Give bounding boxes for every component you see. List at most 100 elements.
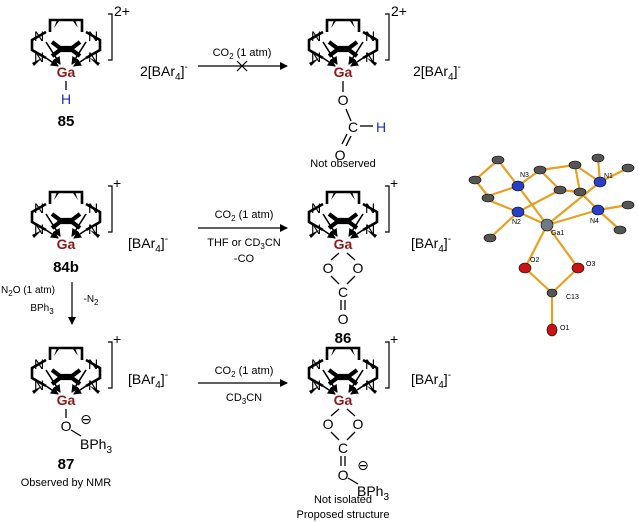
atom-n-label: N: [311, 221, 321, 237]
atom-o-label: O: [323, 416, 334, 432]
charge-label: +: [390, 175, 398, 191]
atom-n-label: N: [88, 356, 98, 372]
atom-n-label: N: [311, 200, 321, 216]
o-b-bond: [70, 429, 82, 437]
bracket: [385, 13, 390, 61]
xray-label-n3: N3: [520, 172, 529, 179]
atom-n-label: N: [365, 377, 375, 393]
atom-o-label: O: [338, 467, 349, 483]
atom-h-label: H: [61, 91, 71, 107]
atom-n-label: N: [311, 28, 321, 44]
ga-o-bond: [346, 252, 356, 261]
atom-ga-label: Ga: [57, 236, 76, 252]
bracket: [108, 13, 113, 61]
atom-n-label: N: [365, 200, 375, 216]
o-b-bond: [347, 477, 359, 485]
charge-label: 2+: [391, 3, 407, 19]
compound-label-87: 87: [58, 456, 75, 473]
counterion-label: [BAr4]-: [128, 234, 168, 255]
ga-o-bond: [330, 252, 340, 261]
atom-o-label: O: [338, 92, 349, 108]
atom-n-label: N: [365, 28, 375, 44]
bracket: [108, 341, 113, 389]
atom-c-label: C: [338, 284, 348, 300]
crystal-nitrogen-atoms: [511, 176, 607, 218]
ga-o-bond: [330, 408, 340, 417]
reagent-n2o: N2O (1 atm): [1, 285, 55, 298]
crystal-structure-image: N3 N1 N2 N4 Ga1 O2 O3 C13 O1: [468, 153, 635, 337]
xray-label-n4: N4: [590, 218, 599, 225]
note-not-isolated: Not isolated: [314, 494, 372, 506]
compound-85-structure: N N N N Ga H: [32, 13, 113, 107]
o-c-bond: [345, 108, 352, 122]
compound-86-structure: N N N N Ga O O C O: [309, 185, 390, 327]
borate-charge: ⊖: [357, 457, 369, 473]
atom-n-label: N: [311, 356, 321, 372]
bracket: [108, 185, 113, 233]
atom-n-label: N: [34, 49, 44, 65]
charge-label: +: [113, 175, 121, 191]
atom-ga-label: Ga: [57, 392, 76, 408]
o-c-bond: [346, 431, 356, 441]
atom-n-label: N: [88, 221, 98, 237]
reagent-co2: CO2 (1 atm): [215, 365, 274, 379]
counterion-label: 2[BAr4]-: [140, 62, 188, 83]
bracket: [385, 341, 390, 389]
atom-n-label: N: [34, 221, 44, 237]
atom-o-label: O: [338, 311, 349, 327]
ga-o-bond: [346, 408, 356, 417]
compound-84b-structure: N N N N Ga: [32, 185, 113, 252]
atom-ga-label: Ga: [334, 236, 353, 252]
atom-o-label: O: [353, 260, 364, 276]
atom-h-label: H: [376, 119, 386, 135]
xray-label-o3: O3: [586, 261, 595, 268]
compound-label-84b: 84b: [53, 259, 79, 276]
atom-ga-label: Ga: [334, 392, 353, 408]
borate-charge: ⊖: [80, 411, 92, 427]
atom-n-label: N: [311, 49, 321, 65]
reagent-co2: CO2 (1 atm): [215, 209, 274, 223]
note-not-observed: Not observed: [310, 158, 375, 170]
charge-label: +: [113, 331, 121, 347]
atom-n-label: N: [311, 377, 321, 393]
bracket: [385, 185, 390, 233]
note-observed-nmr: Observed by NMR: [21, 477, 112, 489]
o-c-bond: [346, 275, 356, 285]
proposed-product-structure: N N N N Ga O O C O ⊖ BPh3: [309, 341, 390, 503]
bph3-group: BPh3: [357, 483, 389, 503]
atom-c-label: C: [338, 440, 348, 456]
reagent-co2: CO2 (1 atm): [213, 47, 272, 61]
xray-label-n1: N1: [604, 173, 613, 180]
o-c-bond: [330, 275, 340, 285]
reagent-bph3: BPh3: [30, 303, 54, 316]
compound-label-86: 86: [335, 330, 352, 347]
atom-n-label: N: [365, 221, 375, 237]
atom-n-label: N: [365, 356, 375, 372]
reagent-solvent: CD3CN: [226, 392, 262, 406]
xray-label-ga1: Ga1: [551, 230, 564, 237]
counterion-label: 2[BAr4]-: [413, 62, 461, 83]
c-o-double-bond: [341, 133, 348, 145]
compound-87-structure: N N N N Ga O ⊖ BPh3: [32, 341, 113, 456]
atom-o-label: O: [335, 147, 346, 163]
atom-o-label: O: [323, 260, 334, 276]
xray-label-n2: N2: [512, 219, 521, 226]
atom-n-label: N: [365, 49, 375, 65]
formate-product-structure: N N N N Ga O C H O: [309, 13, 390, 163]
atom-o-label: O: [353, 416, 364, 432]
crystal-carbon-atoms: [468, 153, 635, 298]
atom-o-label: O: [61, 418, 72, 434]
note-proposed-structure: Proposed structure: [297, 509, 390, 521]
counterion-label: [BAr4]-: [128, 370, 168, 391]
xray-label-c13: C13: [566, 294, 579, 301]
charge-label: +: [390, 331, 398, 347]
charge-label: 2+: [114, 3, 130, 19]
atom-n-label: N: [34, 200, 44, 216]
reagent-n2-loss: -N2: [83, 294, 99, 307]
atom-n-label: N: [34, 28, 44, 44]
reagent-byproduct: -CO: [234, 253, 255, 265]
crystal-gallium-atom: [540, 218, 554, 232]
atom-n-label: N: [88, 200, 98, 216]
xray-label-o1: O1: [560, 325, 569, 332]
